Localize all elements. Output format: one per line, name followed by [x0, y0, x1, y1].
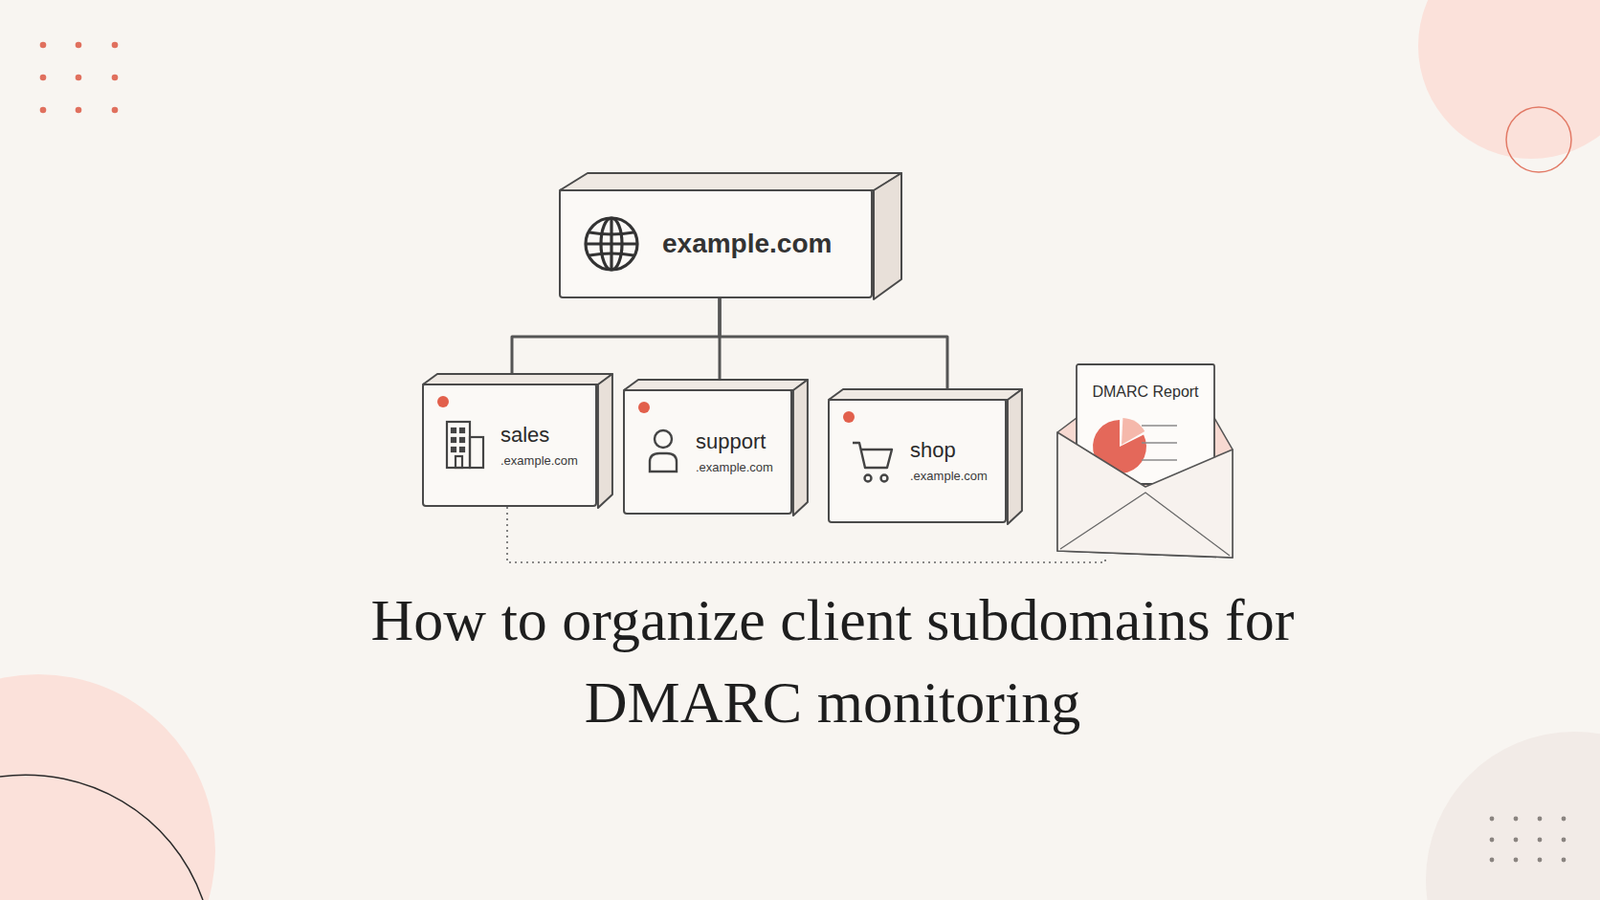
drawing-part: [1060, 492, 1230, 556]
drawing-part: [852, 443, 892, 483]
subdomain-name: support: [695, 429, 774, 455]
dot-grid: [40, 42, 119, 114]
domain-label: example.com: [662, 228, 832, 260]
drawing-part: [446, 422, 470, 468]
label-column: shop .example.com: [910, 438, 988, 484]
title-heading: How to organize client subdomains for DM…: [354, 578, 1312, 744]
report-envelope: DMARC Report: [1057, 364, 1233, 558]
drawing-part: [111, 74, 119, 82]
drawing-part: [1489, 838, 1495, 844]
person-icon: [645, 427, 681, 476]
drawing-part: [1489, 817, 1495, 823]
drawing-part: [1057, 432, 1233, 558]
drawing-part: [75, 74, 83, 82]
domain-suffix: .example.com: [695, 460, 774, 475]
drawing-part: [40, 74, 47, 82]
drawing-part: [437, 396, 449, 408]
box-depth: [624, 390, 795, 517]
drawing-part: [654, 430, 672, 448]
corner-ring: [1506, 107, 1572, 173]
drawing-part: [598, 374, 613, 509]
drawing-part: [1537, 817, 1543, 823]
drawing-part: [40, 42, 47, 49]
subdomain-box: shop .example.com: [827, 398, 1007, 524]
box-depth: [829, 400, 1009, 526]
subdomain-box: support .example.com: [622, 388, 793, 515]
drawing-part: [75, 42, 83, 49]
drawing-part: [585, 218, 638, 270]
dot-grid: [1489, 817, 1567, 864]
drawing-part: [649, 453, 677, 472]
report-title: DMARC Report: [1076, 383, 1215, 401]
drawing-part: [451, 438, 456, 443]
drawing-part: [422, 374, 613, 385]
drawing-part: [1007, 389, 1023, 525]
drawing-part: [843, 411, 855, 423]
cart-icon: [850, 437, 895, 486]
domain-box: example.com: [558, 188, 873, 299]
drawing-part: [873, 173, 902, 300]
drawing-part: [1513, 858, 1519, 864]
drawing-part: [638, 401, 650, 414]
drawing-part: [1513, 817, 1519, 823]
drawing-part: [469, 437, 484, 468]
drawing-part: [793, 379, 808, 516]
drawing-part: [585, 242, 638, 245]
label-column: support .example.com: [695, 429, 774, 475]
drawing-part: [881, 474, 889, 482]
subdomain-box: sales .example.com: [422, 382, 598, 508]
drawing-part: [1057, 364, 1233, 558]
building-icon: [444, 420, 486, 470]
drawing-part: [451, 447, 456, 452]
drawing-part: [446, 422, 484, 468]
drawing-part: [585, 218, 638, 270]
drawing-part: [1141, 442, 1178, 445]
drawing-part: [460, 447, 465, 452]
drawing-part: [111, 107, 119, 114]
corner-arc: [0, 775, 203, 900]
corner-blob: [1418, 0, 1600, 159]
drawing-part: [559, 173, 902, 191]
drawing-part: [589, 232, 634, 256]
subdomain-name: sales: [500, 422, 578, 448]
drawing-part: [828, 389, 1023, 400]
drawing-part: [1537, 838, 1543, 844]
drawing-part: [865, 474, 872, 482]
domain-suffix: .example.com: [910, 468, 988, 484]
drawing-part: [1561, 838, 1567, 844]
box-depth: [423, 384, 600, 510]
drawing-part: [1537, 858, 1543, 864]
drawing-part: [451, 428, 456, 433]
drawing-part: [460, 428, 465, 433]
drawing-part: [1141, 459, 1178, 462]
branch-line: [511, 298, 720, 383]
drawing-part: [1141, 424, 1178, 427]
drawing-part: [111, 42, 119, 49]
drawing-part: [40, 107, 47, 114]
corner-blob: [1425, 732, 1600, 900]
corner-blob: [0, 674, 216, 900]
drawing-part: [75, 107, 83, 114]
domain-suffix: .example.com: [500, 453, 578, 468]
subdomain-name: shop: [910, 438, 988, 464]
label-column: sales .example.com: [500, 422, 578, 468]
drawing-part: [852, 443, 892, 468]
drawing-part: [623, 379, 808, 391]
drawing-part: [460, 438, 465, 443]
globe-icon: [581, 214, 642, 274]
drawing-part: [1513, 838, 1519, 844]
drawing-part: [1489, 858, 1495, 864]
drawing-part: [1561, 817, 1567, 823]
drawing-part: [649, 430, 677, 472]
drawing-part: [455, 456, 463, 468]
drawing-part: [1561, 858, 1567, 864]
